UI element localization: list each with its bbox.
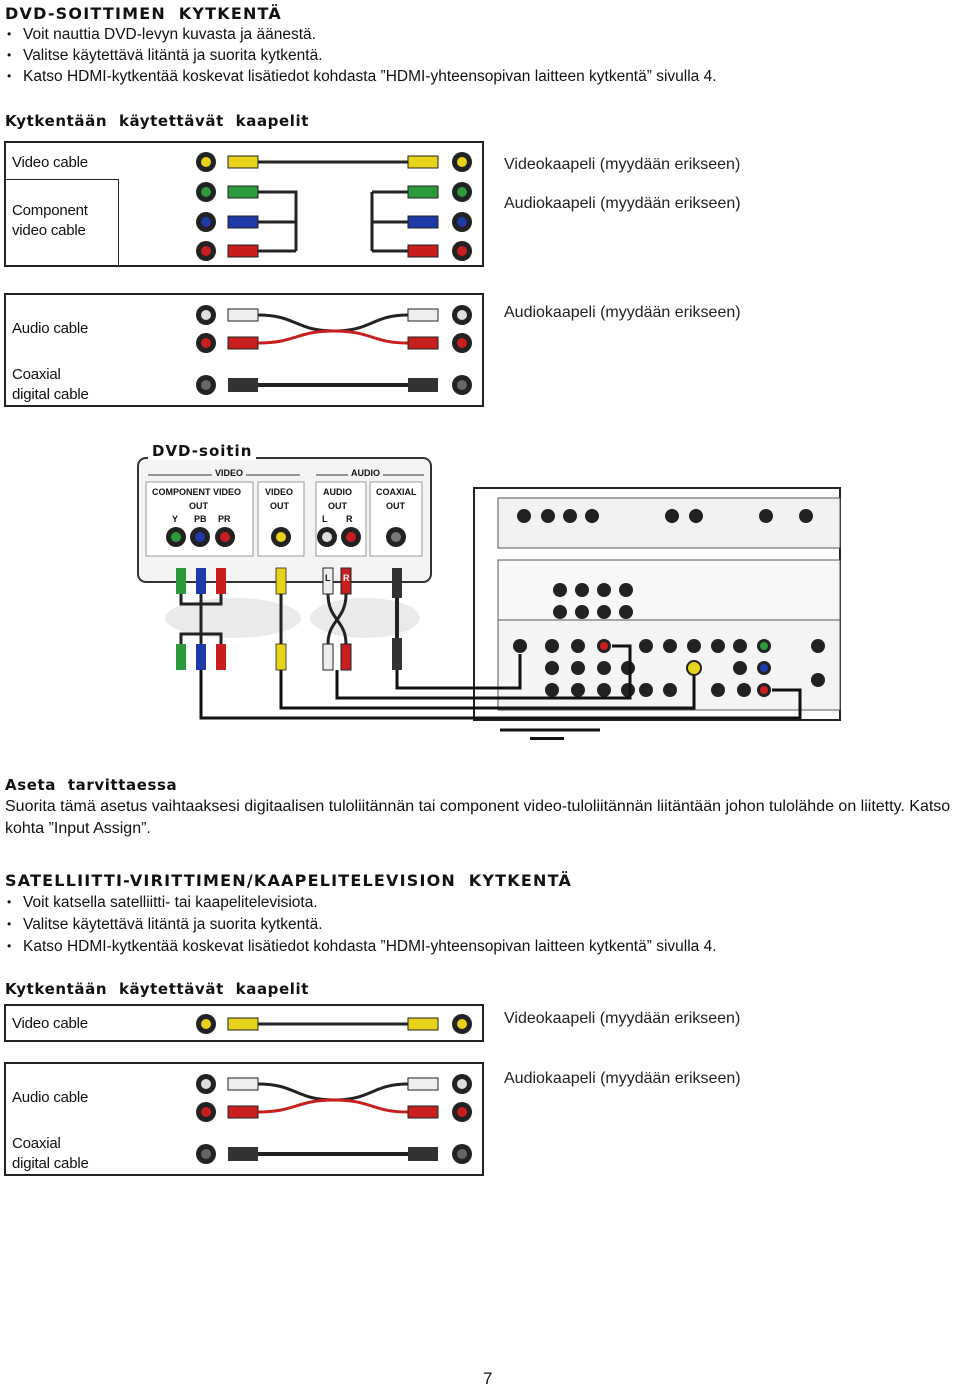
sat-cables-heading: Kytkentään käytettävät kaapelit — [5, 980, 310, 998]
video-component-cable-illustration — [196, 152, 472, 261]
setting-text: Suorita tämä asetus vaihtaaksesi digitaa… — [5, 798, 951, 837]
plug-r-label: R — [343, 573, 350, 583]
sat-audio-caption: Audiokaapeli (myydään erikseen) — [504, 1070, 741, 1087]
y-label: Y — [172, 514, 179, 524]
video-group-label: VIDEO — [212, 468, 247, 478]
divider — [6, 179, 118, 180]
dvd-cables-heading: Kytkentään käytettävät kaapelit — [5, 112, 310, 130]
component-cable-label-1: Component — [12, 202, 88, 219]
sat-audio-coaxial-illustration — [196, 1074, 472, 1164]
audio-out-sub: OUT — [328, 501, 347, 511]
dvd-bullet-1: Voit nauttia DVD-levyn kuvasta ja äänest… — [5, 24, 316, 45]
audio-cable-caption: Audiokaapeli (myydään erikseen) — [504, 304, 741, 321]
video-out-label: VIDEO — [265, 487, 294, 497]
video-cable-caption: Videokaapeli (myydään erikseen) — [504, 156, 741, 173]
sat-coaxial-label-1: Coaxial — [12, 1135, 61, 1152]
setting-title: Aseta tarvittaessa — [5, 776, 178, 794]
video-cable-label: Video cable — [12, 154, 88, 171]
sat-bullet-2: Valitse käytettävä litäntä ja suorita ky… — [5, 914, 323, 935]
sat-section-title: SATELLIITTI-VIRITTIMEN/KAAPELITELEVISION… — [5, 871, 573, 890]
sat-bullet-1: Voit katsella satelliitti- tai kaapelite… — [5, 892, 318, 913]
dvd-player-label: DVD-soitin — [148, 442, 257, 460]
sat-video-caption: Videokaapeli (myydään erikseen) — [504, 1010, 741, 1027]
coaxial-cable-label-2: digital cable — [12, 386, 89, 403]
pb-label: PB — [194, 514, 207, 524]
divider — [118, 179, 119, 267]
video-out-sub: OUT — [270, 501, 289, 511]
coaxial-out-sub: OUT — [386, 501, 405, 511]
component-video-label: COMPONENT VIDEO — [152, 487, 242, 497]
page-number: 7 — [483, 1369, 493, 1388]
component-cable-caption: Audiokaapeli (myydään erikseen) — [504, 195, 741, 212]
audio-group-label: AUDIO — [348, 468, 383, 478]
cable-box-video-component: Video cable Component video cable — [4, 141, 484, 267]
sat-audio-cable-label: Audio cable — [12, 1089, 89, 1106]
dvd-section-title: DVD-SOITTIMEN KYTKENTÄ — [5, 4, 282, 23]
plug-l-label: L — [325, 573, 331, 583]
cable-box-audio-coaxial: Audio cable Coaxial digital cable — [4, 293, 484, 407]
component-out-label: OUT — [189, 501, 208, 511]
r-label: R — [346, 514, 353, 524]
sat-bullet-3: Katso HDMI-kytkentää koskevat lisätiedot… — [5, 936, 717, 957]
sat-cable-box-video: Video cable — [4, 1004, 484, 1042]
dvd-bullet-3: Katso HDMI-kytkentää koskevat lisätiedot… — [5, 66, 717, 87]
coaxial-cable-label-1: Coaxial — [12, 366, 61, 383]
audio-out-label: AUDIO — [323, 487, 352, 497]
audio-coaxial-cable-illustration — [196, 305, 472, 395]
sat-coaxial-label-2: digital cable — [12, 1155, 89, 1172]
l-label: L — [322, 514, 328, 524]
connection-diagram: DVD-soitin VIDEO AUDIO COMPONENT VIDEO O… — [0, 440, 960, 740]
dvd-bullet-2: Valitse käytettävä litäntä ja suorita ky… — [5, 45, 323, 66]
audio-cable-label: Audio cable — [12, 320, 89, 337]
coaxial-out-label: COAXIAL — [376, 487, 417, 497]
sat-cable-box-audio-coaxial: Audio cable Coaxial digital cable — [4, 1062, 484, 1176]
sat-video-cable-illustration — [196, 1014, 472, 1034]
component-cable-label-2: video cable — [12, 222, 86, 239]
pr-label: PR — [218, 514, 231, 524]
sat-video-cable-label: Video cable — [12, 1015, 88, 1032]
